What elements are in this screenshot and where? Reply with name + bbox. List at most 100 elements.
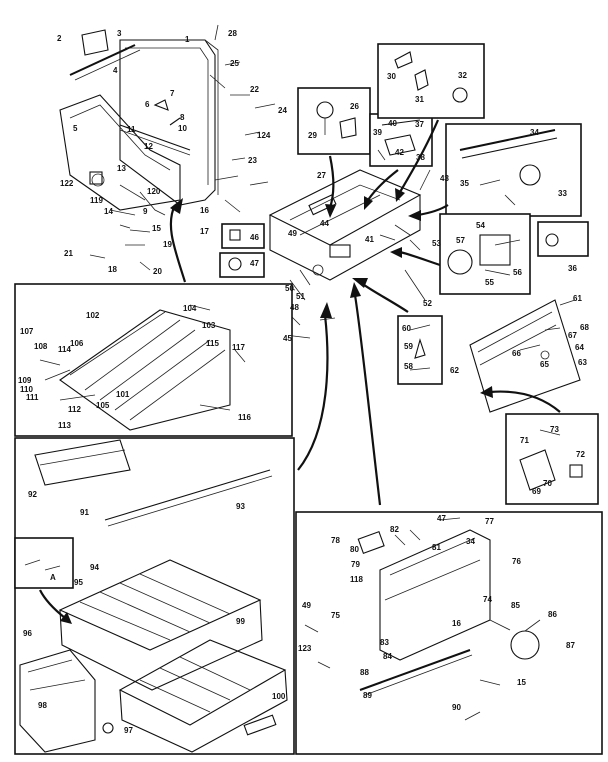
part-label: 34 [530,128,539,137]
reference-arrows [39,119,561,624]
part-label: 123 [298,644,312,653]
part-label: 82 [390,525,399,534]
part-label: 76 [512,557,521,566]
part-label: 31 [415,95,424,104]
parts-58-60-box [397,315,443,385]
part-label: 100 [272,692,286,701]
part-label: 15 [517,678,526,687]
part-label: 77 [485,517,494,526]
part-label: 35 [460,179,469,188]
part-label: 102 [86,311,100,320]
part-label: 64 [575,343,584,352]
part-label: 14 [104,207,113,216]
part-label: 18 [108,265,117,274]
part-label: 111 [26,393,39,402]
part-label: 11 [127,125,136,134]
part-label: 25 [230,59,239,68]
part-label: 88 [360,668,369,677]
part-number-labels: 2 3 1 4 5 6 7 8 10 11 12 13 14 15 16 17 … [18,29,589,735]
part-label: 112 [68,405,81,414]
part-label: 6 [145,100,150,109]
part-label: 66 [512,349,521,358]
part-label: 4 [113,66,118,75]
part-label: 1 [185,35,190,44]
part-label: 8 [180,113,185,122]
part-label: 63 [578,358,587,367]
part-label: 13 [117,164,126,173]
part-label: 49 [302,601,311,610]
part-label: 56 [513,268,522,277]
part-label: 5 [73,124,78,133]
part-label: 116 [238,413,251,422]
part-label: 10 [178,124,187,133]
part-label: 103 [202,321,216,330]
part-label: 42 [395,148,404,157]
part-label: 47 [250,259,259,268]
part-label: 107 [20,327,34,336]
part-label: 95 [74,578,83,587]
part-label: 99 [236,617,245,626]
part-label: 45 [283,334,292,343]
part-label: 70 [543,479,552,488]
part-label: 96 [23,629,32,638]
part-label: 120 [147,187,161,196]
part-label: 58 [404,362,413,371]
part-label: 92 [28,490,37,499]
part-label: 55 [485,278,494,287]
part-label: 52 [423,299,432,308]
part-label: 115 [206,339,219,348]
part-label: 2 [57,34,62,43]
part-label: 3 [117,29,122,38]
part-label: 89 [363,691,372,700]
inset-detail-a [14,537,74,589]
part-label: 30 [387,72,396,81]
part-label: 124 [257,131,271,140]
part-label: 113 [58,421,71,430]
part-label: 122 [60,179,74,188]
part-label: 19 [163,240,172,249]
part-label: 71 [520,436,529,445]
part-label: 39 [373,128,382,137]
part-label: 50 [285,284,294,293]
part-label: 57 [456,236,465,245]
part-label: 73 [550,425,559,434]
part-label: 28 [228,29,237,38]
part-label: 62 [450,366,459,375]
part-label: 44 [320,219,329,228]
part-label: 106 [70,339,84,348]
part-label: 69 [532,487,541,496]
part-label: 93 [236,502,245,511]
lower-right-parts-box [295,511,603,755]
part-label: 27 [317,171,326,180]
part-label: 78 [331,536,340,545]
part-label: 72 [576,450,585,459]
part-label: 75 [331,611,340,620]
part-label: 9 [143,207,148,216]
part-label: 87 [566,641,575,650]
part-label: 68 [580,323,589,332]
parts-26-29-box [297,87,371,155]
part-label: 36 [568,264,577,273]
part-label: 43 [440,174,449,183]
part-label: 47 [437,514,446,523]
part-label: 22 [250,85,259,94]
part-label: 34 [466,537,475,546]
part-label: 101 [116,390,130,399]
part-label: 49 [288,229,297,238]
part-label: 51 [296,292,305,301]
part-label: 91 [80,508,89,517]
part-label: 7 [170,89,175,98]
door-panel-assembly [59,24,276,271]
parts-33-35-box [445,123,582,217]
part-label: 97 [124,726,133,735]
inset-label: A [50,573,56,582]
part-label: 81 [432,543,441,552]
part-label: 60 [402,324,411,333]
part-label: 12 [144,142,153,151]
circuit-board-assembly [469,299,581,413]
part-label: 61 [573,294,582,303]
part-label: 94 [90,563,99,572]
part-label: 86 [548,610,557,619]
part-label: 117 [232,343,245,352]
parts-69-73-box [505,413,599,505]
